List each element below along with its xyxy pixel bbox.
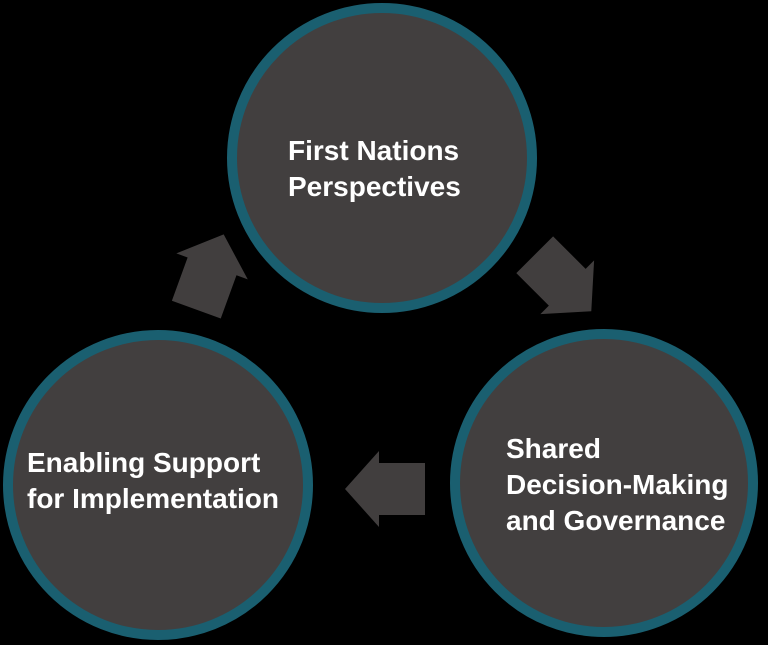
arrow-shape [345,451,425,527]
label-line: Perspectives [288,171,461,202]
arrow-shape [516,236,595,315]
node-enabling-support-label: Enabling Support for Implementation [27,445,279,517]
arrow-left-icon [345,451,425,527]
node-first-nations-perspectives-label: First Nations Perspectives [288,133,461,205]
arrow-shape [171,234,248,319]
node-shared-decision-making-label: Shared Decision-Making and Governance [506,431,728,539]
label-line: First Nations [288,135,460,166]
label-line: Decision-Making [506,469,729,500]
arrow-down-right-icon [516,236,595,315]
label-line: for Implementation [27,483,280,514]
node-enabling-support-for-implementation: Enabling Support for Implementation [3,330,313,640]
node-first-nations-perspectives: First Nations Perspectives [227,3,537,313]
label-line: and Governance [506,505,726,536]
arrow-up-right-icon [171,234,248,319]
node-shared-decision-making-and-governance: Shared Decision-Making and Governance [450,329,758,637]
label-line: Shared [506,433,601,464]
label-line: Enabling Support [27,447,261,478]
